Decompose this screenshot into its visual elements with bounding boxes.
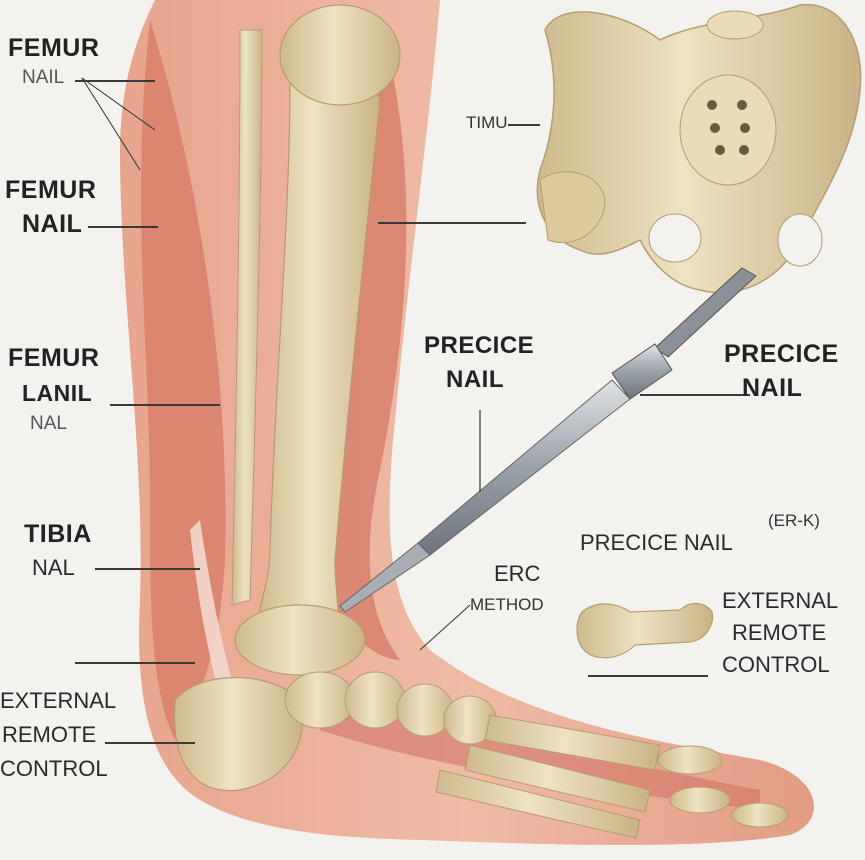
metatarsal-1 <box>484 714 661 771</box>
label-femur-nail-2-title: FEMUR <box>5 176 97 204</box>
label-femur-nail-1-sub: NAIL <box>22 67 65 88</box>
label-external-right-3: CONTROL <box>722 652 830 677</box>
label-erk-suffix: (ER-K) <box>768 511 820 530</box>
label-external-right-1: EXTERNAL <box>722 588 839 613</box>
remote-control-bone <box>576 602 714 659</box>
label-femur-lanil-sub: LANIL <box>22 380 93 406</box>
label-femur-nail-2-sub: NAIL <box>22 210 83 238</box>
label-erc-sub: METHOD <box>470 595 544 614</box>
label-precice-right-sub: NAIL <box>742 374 803 402</box>
leader-femur-2 <box>88 226 158 228</box>
label-precice-nail-erk: PRECICE NAIL <box>580 530 733 555</box>
leader-femur-1a <box>81 77 156 131</box>
leader-unlabeled <box>75 662 195 664</box>
label-timu: TIMU <box>466 113 508 132</box>
leader-timu <box>508 124 540 126</box>
label-external-left-1: EXTERNAL <box>0 688 117 713</box>
label-femur-lanil-nal: NAL <box>30 413 67 434</box>
label-tibia-title: TIBIA <box>24 520 92 548</box>
tarsal-bone-2 <box>344 671 406 729</box>
label-precice-right-title: PRECICE <box>724 340 839 368</box>
label-femur-lanil-title: FEMUR <box>8 344 100 372</box>
label-erc-title: ERC <box>494 561 541 586</box>
fibula-bone <box>231 29 263 606</box>
achilles-tendon <box>190 520 250 745</box>
label-femur-nail-1-title: FEMUR <box>8 34 100 62</box>
ankle-joint <box>234 604 366 676</box>
label-external-right-2: REMOTE <box>732 620 827 645</box>
leader-femur-lanil <box>110 404 220 406</box>
shin-muscle <box>330 20 407 660</box>
label-precice-left-title: PRECICE <box>424 332 535 359</box>
metatarsal-2 <box>464 744 651 813</box>
leader-precice-right <box>640 394 750 396</box>
toe-bone-2 <box>669 786 731 814</box>
leader-pelvis-mid <box>378 222 526 224</box>
toe-bone-3 <box>731 802 789 828</box>
toe-bone-1 <box>657 745 723 775</box>
label-external-left-2: REMOTE <box>2 722 97 747</box>
label-tibia-sub: NAL <box>32 555 75 580</box>
leader-tibia <box>95 568 200 570</box>
label-precice-left-sub: NAIL <box>446 366 504 393</box>
heel-bone <box>173 677 304 792</box>
pelvis-bone <box>536 3 862 294</box>
tarsal-bone-3 <box>396 683 454 737</box>
metatarsal-3 <box>435 769 641 839</box>
precice-nail-device <box>339 267 757 613</box>
leader-femur-1b <box>81 77 141 171</box>
label-external-left-3: CONTROL <box>0 756 108 781</box>
leader-femur-1 <box>75 80 155 82</box>
leader-external-left <box>105 742 195 744</box>
leader-erc <box>419 604 471 651</box>
tibia-head <box>279 4 401 106</box>
leader-external-right <box>588 675 708 677</box>
